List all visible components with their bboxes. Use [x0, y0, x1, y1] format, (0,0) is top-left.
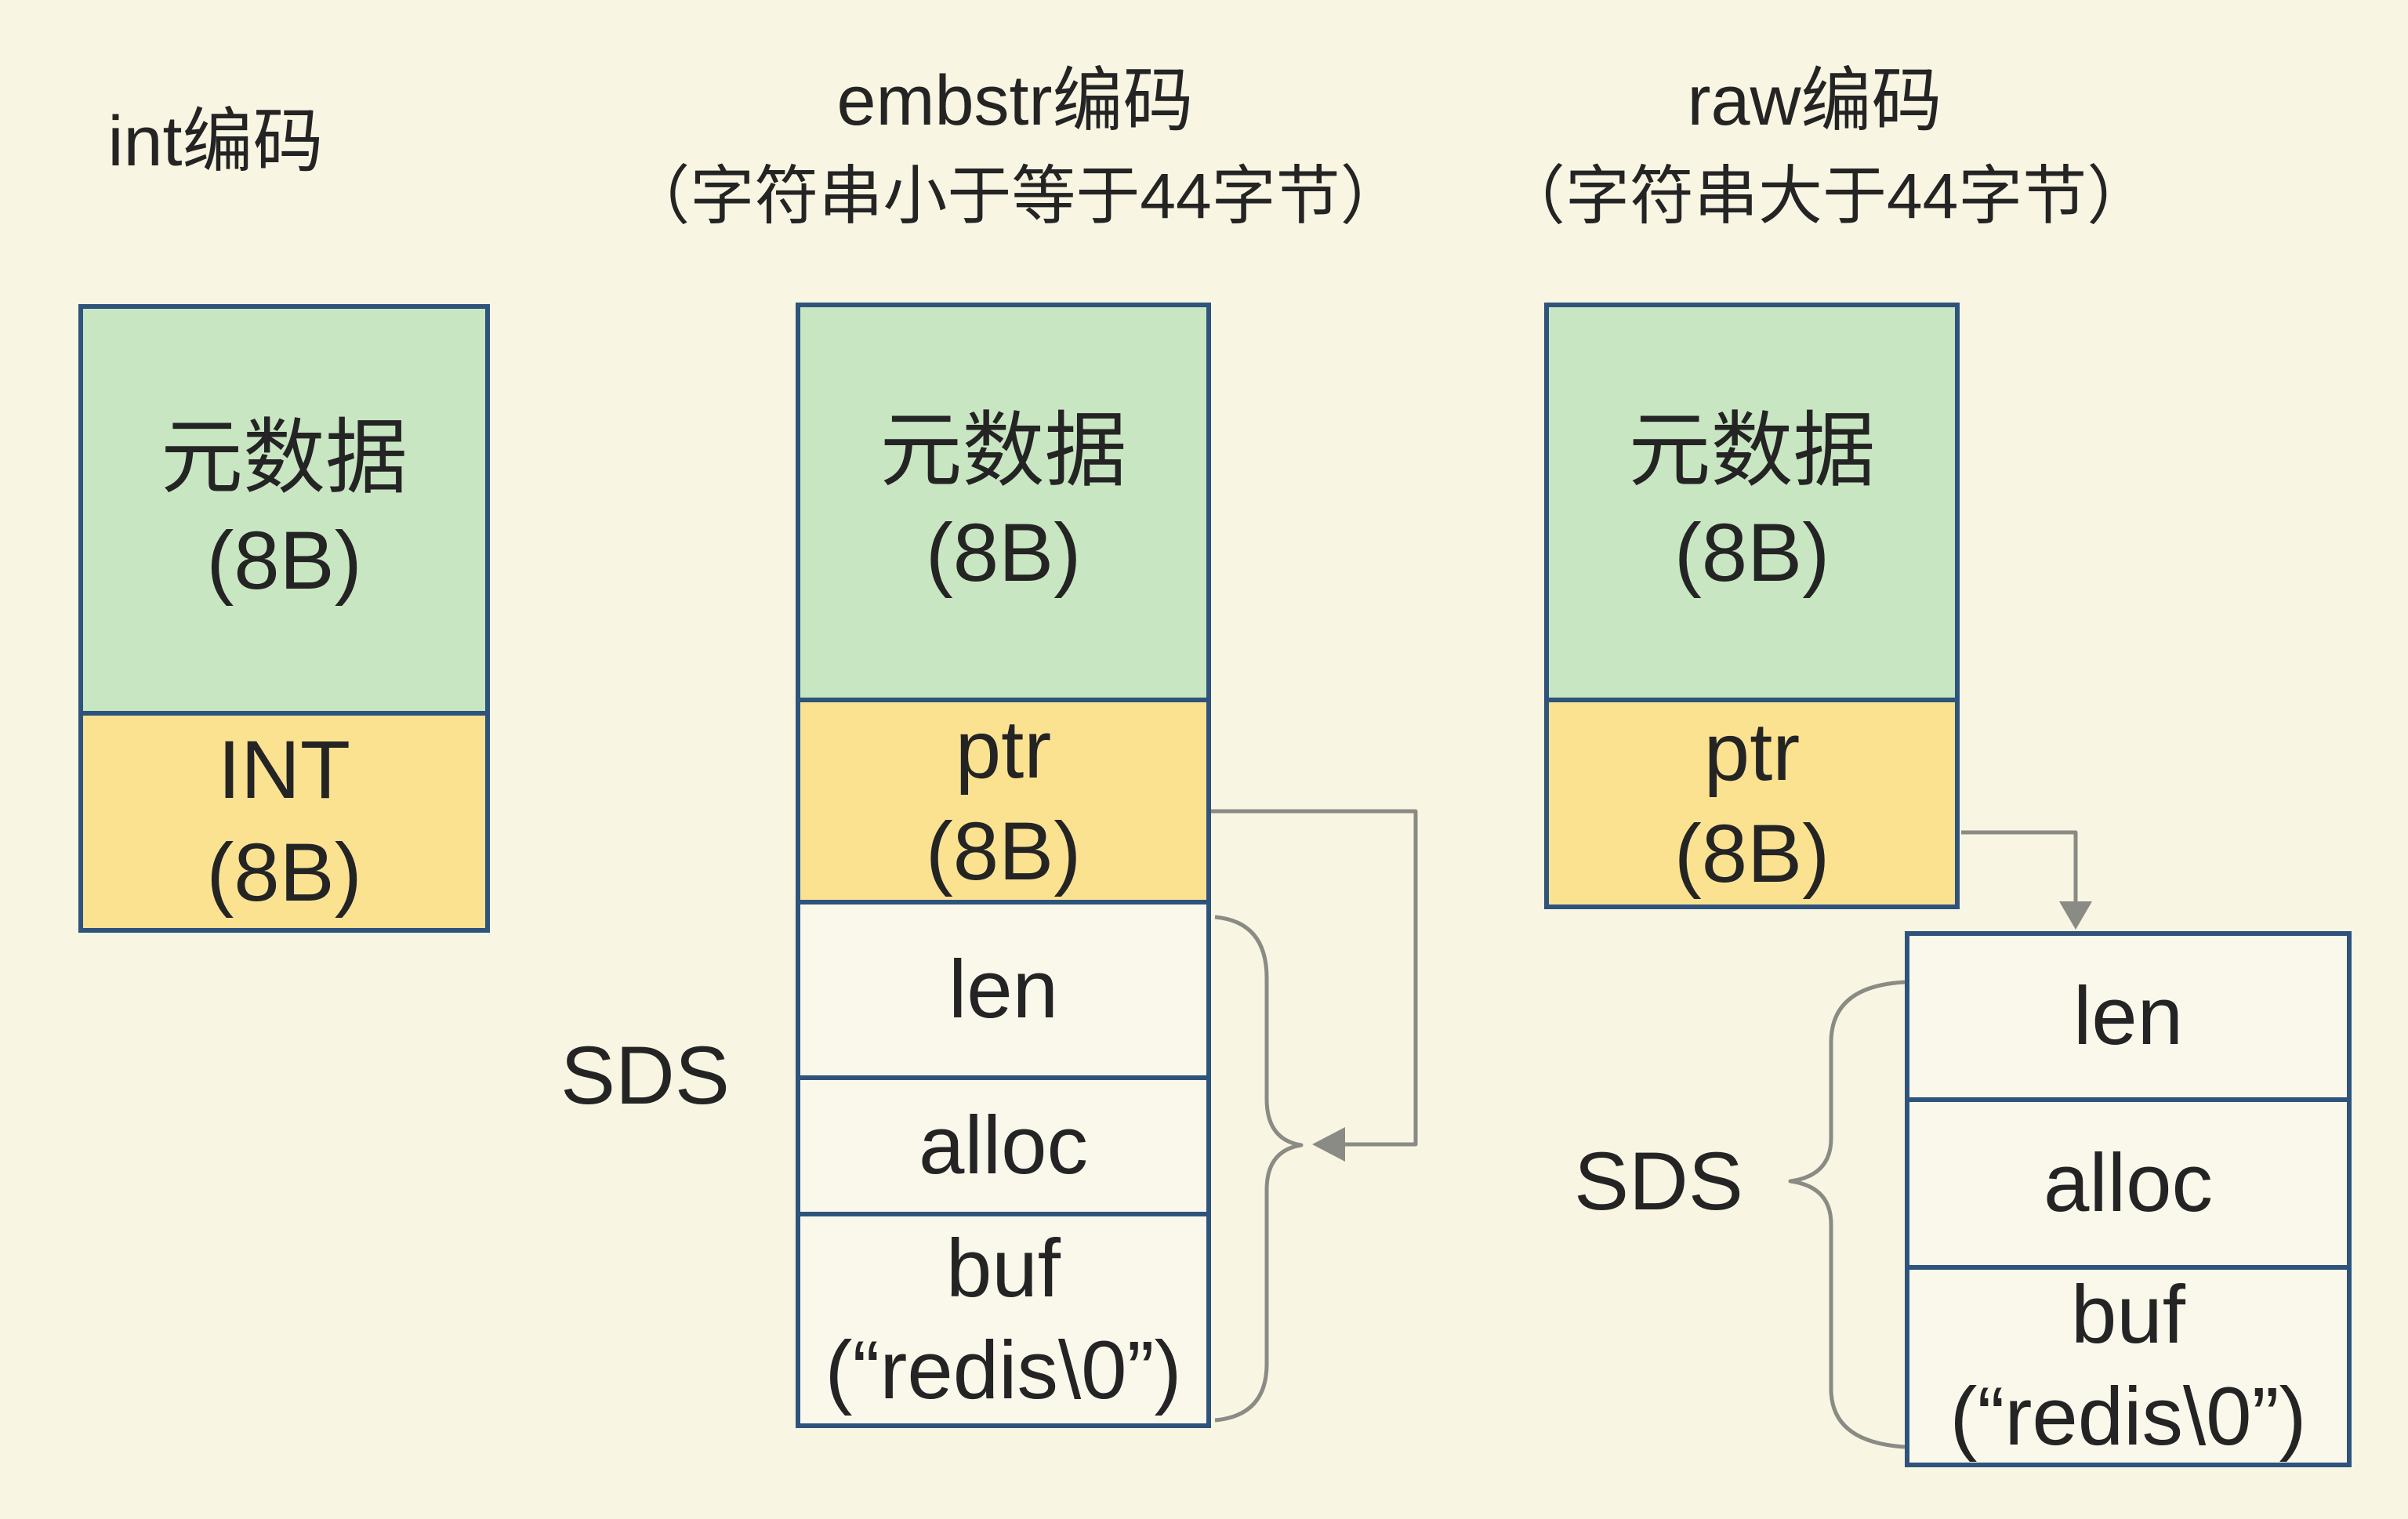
embstr-title-text: embstr编码 — [836, 62, 1194, 140]
embstr-alloc-cell: alloc — [796, 1075, 1211, 1216]
int-object-box: 元数据 (8B) INT (8B) — [78, 304, 490, 933]
embstr-ptr-arrow — [1209, 809, 1418, 1147]
raw-sds-box: len alloc buf (“redis\0”) — [1905, 931, 2352, 1467]
cell-line: len — [2073, 970, 2184, 1062]
raw-ptr-arrow — [1961, 830, 2078, 909]
cell-line: (8B) — [1674, 507, 1830, 599]
cell-line: (8B) — [925, 806, 1082, 897]
cell-line: alloc — [2044, 1137, 2213, 1229]
int-column-title: int编码 — [102, 102, 329, 183]
embstr-column-title: embstr编码 （字符串小于等于44字节） — [623, 61, 1407, 235]
raw-len-cell: len — [1905, 931, 2352, 1102]
embstr-ptr-arrowhead-icon — [1312, 1127, 1345, 1162]
raw-sds-label: SDS — [1574, 1136, 1743, 1227]
cell-line: buf — [2071, 1268, 2185, 1361]
cell-line: 元数据 — [879, 404, 1127, 497]
embstr-len-cell: len — [796, 900, 1211, 1080]
raw-subtitle-text: （字符串大于44字节） — [1501, 160, 2152, 232]
raw-object-box: 元数据 (8B) ptr (8B) — [1544, 303, 1960, 909]
cell-line: len — [948, 943, 1059, 1035]
raw-buf-cell: buf (“redis\0”) — [1905, 1265, 2352, 1467]
raw-alloc-cell: alloc — [1905, 1097, 2352, 1270]
cell-line: (“redis\0”) — [825, 1325, 1182, 1416]
cell-line: (8B) — [206, 514, 362, 607]
cell-line: ptr — [955, 703, 1052, 796]
cell-line: alloc — [919, 1099, 1088, 1191]
cell-line: (8B) — [1674, 808, 1830, 900]
raw-sds-brace-icon — [1788, 980, 1906, 1449]
raw-title-text: raw编码 — [1687, 62, 1942, 140]
cell-line: (8B) — [206, 826, 362, 919]
raw-column-title: raw编码 （字符串大于44字节） — [1501, 61, 2152, 235]
embstr-sds-brace-icon — [1214, 915, 1304, 1423]
embstr-metadata-cell: 元数据 (8B) — [796, 303, 1211, 702]
cell-line: 元数据 — [160, 412, 408, 505]
int-value-cell: INT (8B) — [78, 711, 490, 933]
raw-metadata-cell: 元数据 (8B) — [1544, 303, 1960, 702]
embstr-buf-cell: buf (“redis\0”) — [796, 1212, 1211, 1428]
cell-line: (“redis\0”) — [1949, 1371, 2307, 1463]
int-title-text: int编码 — [107, 103, 324, 181]
embstr-subtitle-text: （字符串小于等于44字节） — [626, 160, 1405, 232]
embstr-object-box: 元数据 (8B) ptr (8B) len alloc buf (“redis\… — [796, 303, 1211, 1428]
cell-line: INT — [217, 724, 351, 817]
cell-line: 元数据 — [1628, 404, 1876, 497]
embstr-sds-label: SDS — [560, 1030, 730, 1122]
raw-ptr-arrowhead-icon — [2059, 901, 2092, 930]
cell-line: (8B) — [925, 507, 1082, 599]
raw-ptr-cell: ptr (8B) — [1544, 698, 1960, 909]
int-metadata-cell: 元数据 (8B) — [78, 304, 490, 716]
cell-line: buf — [946, 1222, 1061, 1314]
cell-line: ptr — [1703, 705, 1801, 798]
embstr-ptr-cell: ptr (8B) — [796, 698, 1211, 905]
